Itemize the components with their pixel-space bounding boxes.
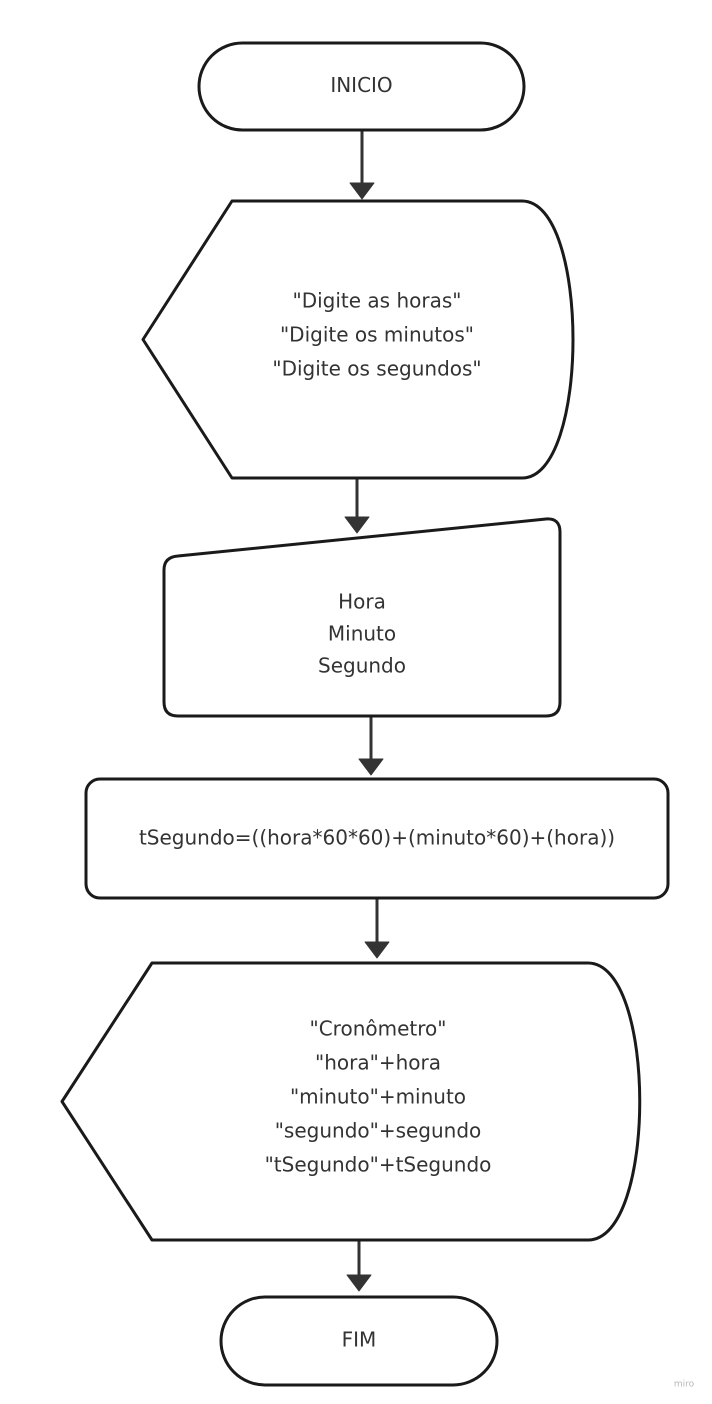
node-manual-input: Hora Minuto Segundo [162,517,562,718]
connectors [344,130,390,1292]
node-label: "hora"+hora [315,1051,441,1075]
edge-inicio-to-display-prompts [349,130,375,200]
arrowhead-icon [358,758,384,776]
arrowhead-icon [349,182,375,200]
node-process: tSegundo=((hora*60*60)+(minuto*60)+(hora… [84,777,670,900]
edge-display-prompts-to-manual-input [344,478,370,534]
arrowhead-icon [344,516,370,534]
miro-watermark: miro [674,1380,695,1390]
node-label: tSegundo=((hora*60*60)+(minuto*60)+(hora… [139,826,615,850]
node-fim: FIM [219,1295,499,1387]
node-label: "Digite os minutos" [280,323,474,347]
node-label: Minuto [328,622,396,646]
node-label: "tSegundo"+tSegundo [265,1153,492,1177]
node-label: "Digite as horas" [293,289,462,313]
node-label: "Digite os segundos" [272,357,481,381]
node-label: "minuto"+minuto [290,1085,466,1109]
terminator-shape [219,1295,499,1387]
display-shape [141,199,575,480]
node-label: "segundo"+segundo [275,1119,482,1143]
edge-manual-input-to-process [358,716,384,776]
node-label: Hora [338,590,386,614]
edge-process-to-display-output [364,898,390,959]
node-label: INICIO [330,73,392,97]
node-label: Segundo [318,654,406,678]
display-shape [60,961,642,1242]
arrowhead-icon [346,1274,372,1292]
process-shape [84,777,670,900]
node-label: FIM [342,1328,377,1352]
terminator-shape [197,41,526,132]
manual-input-shape [162,517,562,718]
node-inicio: INICIO [197,41,526,132]
node-display-output: "Cronômetro" "hora"+hora "minuto"+minuto… [60,961,642,1242]
arrowhead-icon [364,941,390,959]
node-display-prompts: "Digite as horas" "Digite os minutos" "D… [141,199,575,480]
node-label: "Cronômetro" [310,1017,447,1041]
edge-display-output-to-fim [346,1240,372,1292]
